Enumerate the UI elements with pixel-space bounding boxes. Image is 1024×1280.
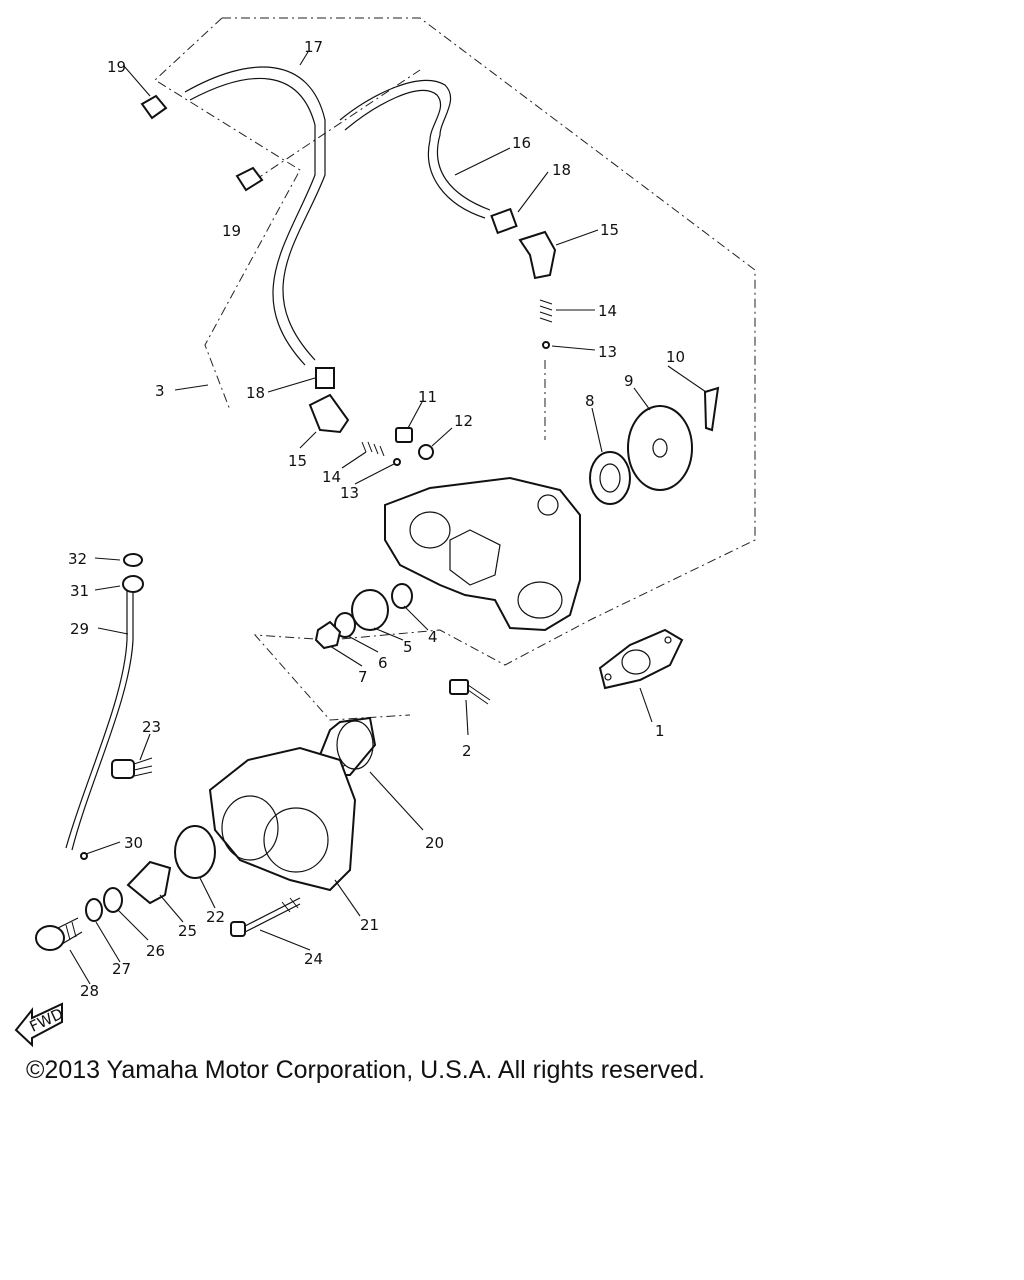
fwd-arrow-icon: FWD [14,1002,66,1048]
washer-27 [85,898,103,922]
callout-5: 5 [403,638,413,656]
lock-pin-10 [703,386,720,432]
assembly-boundary [154,17,756,721]
callout-22: 22 [206,908,225,926]
callout-13-upper: 13 [598,343,617,361]
adjuster-nut-31 [122,575,144,593]
banjo-fitting-15-upper [518,230,557,280]
callout-12: 12 [454,412,473,430]
callout-19-lower: 19 [222,222,241,240]
callout-17: 17 [304,38,323,56]
plug-11 [395,427,413,443]
callout-20: 20 [425,834,444,852]
callout-19-top: 19 [107,58,126,76]
screw-23 [111,757,153,779]
bearing-8 [589,451,631,505]
callout-31: 31 [70,582,89,600]
washer-26 [103,887,123,913]
callout-29: 29 [70,620,89,638]
spring-14-lower [361,441,385,457]
screw-28 [35,917,83,951]
callout-1: 1 [655,722,665,740]
callout-4: 4 [428,628,438,646]
callout-14-upper: 14 [598,302,617,320]
bolt-24 [230,897,301,937]
locknut-32 [123,553,143,567]
copyright-notice: ©2013 Yamaha Motor Corporation, U.S.A. A… [26,1056,705,1084]
bolt-2 [449,679,491,705]
nut-7 [314,620,342,650]
check-ball-13-lower [393,458,401,466]
hose-clamp-19-lower [235,166,264,192]
callout-23: 23 [142,718,161,736]
callout-9: 9 [624,372,634,390]
callout-26: 26 [146,942,165,960]
washer-4 [391,583,413,609]
check-ball-13-upper [542,341,550,349]
plate-washer-5 [351,589,389,631]
pump-cover-21 [208,746,357,892]
callout-3: 3 [155,382,165,400]
callout-15-upper: 15 [600,221,619,239]
callout-18-upper: 18 [552,161,571,179]
oil-pump-body [384,476,581,632]
spring-14-upper [539,299,553,323]
callout-27: 27 [112,960,131,978]
callout-18-lower: 18 [246,384,265,402]
fitting-18-upper [490,207,518,235]
callout-6: 6 [378,654,388,672]
drive-gear-9 [627,405,693,491]
cable-guide-25 [126,860,172,905]
fitting-18-lower [315,367,335,389]
oil-seal-22 [174,825,216,879]
callout-14-lower: 14 [322,468,341,486]
callout-13-lower: 13 [340,484,359,502]
callout-2: 2 [462,742,472,760]
washer-12 [418,444,434,460]
hose-clamp-19-top [140,94,168,120]
callout-8: 8 [585,392,595,410]
cable-end-30 [80,852,88,860]
parts-diagram: FWD [14,17,756,1048]
callout-21: 21 [360,916,379,934]
pump-cable-29 [71,590,134,851]
leader-lines [69,51,707,985]
callouts: 1 2 3 4 5 6 7 8 9 10 11 12 13 13 14 14 1… [68,38,685,1000]
callout-7: 7 [358,668,368,686]
callout-11: 11 [418,388,437,406]
callout-25: 25 [178,922,197,940]
banjo-fitting-15-lower [308,393,350,434]
oil-hose-17 [184,66,326,366]
callout-24: 24 [304,950,323,968]
callout-10: 10 [666,348,685,366]
callout-30: 30 [124,834,143,852]
callout-32: 32 [68,550,87,568]
callout-15-lower: 15 [288,452,307,470]
oil-hose-16 [339,80,491,219]
callout-16: 16 [512,134,531,152]
gasket-1 [598,628,684,690]
callout-28: 28 [80,982,99,1000]
